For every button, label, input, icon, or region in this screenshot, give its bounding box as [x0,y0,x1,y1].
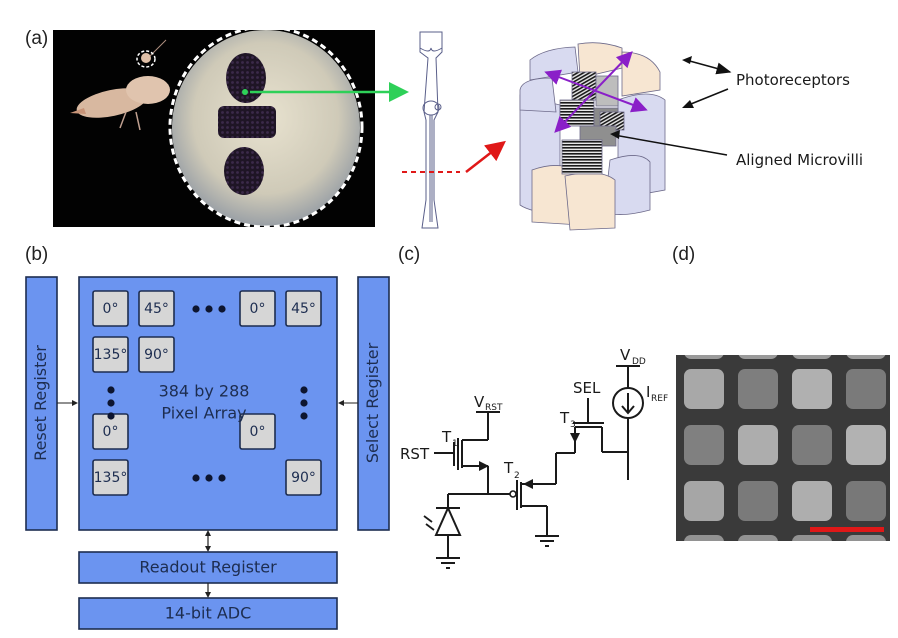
readout-register-block [78,551,338,584]
sem-pixel [738,369,778,409]
t2-sub: 2 [514,471,520,481]
t2-label: T [503,459,514,477]
pixel-r1c3-label: 0° [250,301,266,317]
sem-pixel-partial [846,355,886,359]
arrow-up-icon [205,530,211,536]
pixel-r2c1 [92,336,129,373]
sem-pixel [846,369,886,409]
sem-pixel-partial [846,535,886,541]
pixel-r1c4-label: 45° [291,301,316,317]
reset-register-label: Reset Register [31,345,50,461]
pixel-r1c1-label: 0° [103,301,119,317]
sem-pixel [792,369,832,409]
vdd-label: V [620,346,631,364]
select-register-block [357,276,390,531]
panel-d-label: (d) [672,244,696,265]
arrow-down-icon [205,546,211,552]
sem-pixel [684,369,724,409]
sem-pixel [738,481,778,521]
photoreceptor-arrow-2 [685,88,729,107]
t2-gate-bubble [509,490,517,498]
pixel-r3c3-label: 0° [250,424,266,440]
sem-pixel [846,481,886,521]
t1-sub: 1 [452,439,458,449]
t1-arrow-icon [479,461,489,471]
pixel-r1c2 [138,290,175,327]
sem-pixel [684,425,724,465]
ground-icon [436,557,460,569]
scale-bar [810,527,884,532]
arrow-down-icon [205,592,211,598]
pixel-grid: 0° 45° 0° 45° 135° 90° 0° 0° 135° 90° [92,290,322,496]
t2-arrow-icon [523,479,533,489]
purple-arrow-diagonal [554,51,633,133]
panel-a: Photoreceptors Aligned Microvilli [53,25,863,231]
sem-pixel [846,425,886,465]
microvilli-arrow [613,134,728,156]
sem-pixel-partial [738,535,778,541]
panel-b: Reset Register 0° 45° 0° 45° 135° 90° 0°… [25,276,390,630]
compound-eye [168,25,364,229]
iref-sub: REF [651,394,668,404]
ground-icon [535,535,559,547]
photodiode-icon [434,505,462,536]
sem-pixel-partial [684,355,724,359]
photoreceptor-arrow-1 [685,59,732,75]
t1-label: T [441,428,452,446]
readout-register-label: Readout Register [139,558,277,577]
adc-block [78,597,338,630]
sem-pixel [684,481,724,521]
sem-pixel-partial [738,355,778,359]
pixel-r4c4 [285,459,322,496]
select-register-label: Select Register [363,342,382,463]
rhabdom-diagram [519,42,666,231]
pixel-r1c3 [239,290,276,327]
pixel-r2c2-label: 90° [144,347,169,363]
iref-label: I [646,383,650,401]
t3-label: T [559,409,570,427]
red-arrow [465,140,506,173]
ommatidium-diagram [419,31,443,229]
t3-arrow-icon [570,433,580,443]
pixel-r4c4-label: 90° [291,470,316,486]
panel-a-label: (a) [25,28,49,49]
arrow-left-icon [338,400,344,406]
pixel-r2c1-label: 135° [94,347,128,363]
photoreceptors-label: Photoreceptors [736,71,850,89]
panel-c-label: (c) [398,244,421,265]
panel-c-circuit: V RST T 1 RST T 2 T 3 SEL [400,346,668,569]
pixel-r3c1-label: 0° [103,424,119,440]
ellipsis-dots [107,305,308,482]
pixel-r4c1 [92,459,129,496]
sem-pixel [792,425,832,465]
arrow-right-icon [72,400,78,406]
sel-label: SEL [573,379,601,397]
panel-d-micrograph [676,355,890,541]
adc-label: 14-bit ADC [165,604,252,623]
sem-pixel-grid [684,355,886,541]
pixel-r1c1 [92,290,129,327]
sem-pixel-partial [684,535,724,541]
pixel-r1c2-label: 45° [144,301,169,317]
vrst-sub: RST [485,403,503,413]
vrst-label: V [474,393,485,411]
pixel-r3c3 [239,413,276,450]
rst-label: RST [400,445,430,463]
pixel-array-line2: Pixel Array [161,404,246,423]
aligned-microvilli-label: Aligned Microvilli [736,151,863,169]
sem-pixel-partial [792,535,832,541]
sem-pixel [792,481,832,521]
pixel-r2c2 [138,336,175,373]
shrimp-icon [70,39,170,131]
pixel-r4c1-label: 135° [94,470,128,486]
pixel-array-line1: 384 by 288 [159,382,250,401]
sem-pixel-partial [792,355,832,359]
panel-b-label: (b) [25,244,49,265]
sem-pixel [738,425,778,465]
vdd-sub: DD [632,357,646,367]
pixel-r1c4 [285,290,322,327]
t3-sub: 3 [570,420,576,430]
